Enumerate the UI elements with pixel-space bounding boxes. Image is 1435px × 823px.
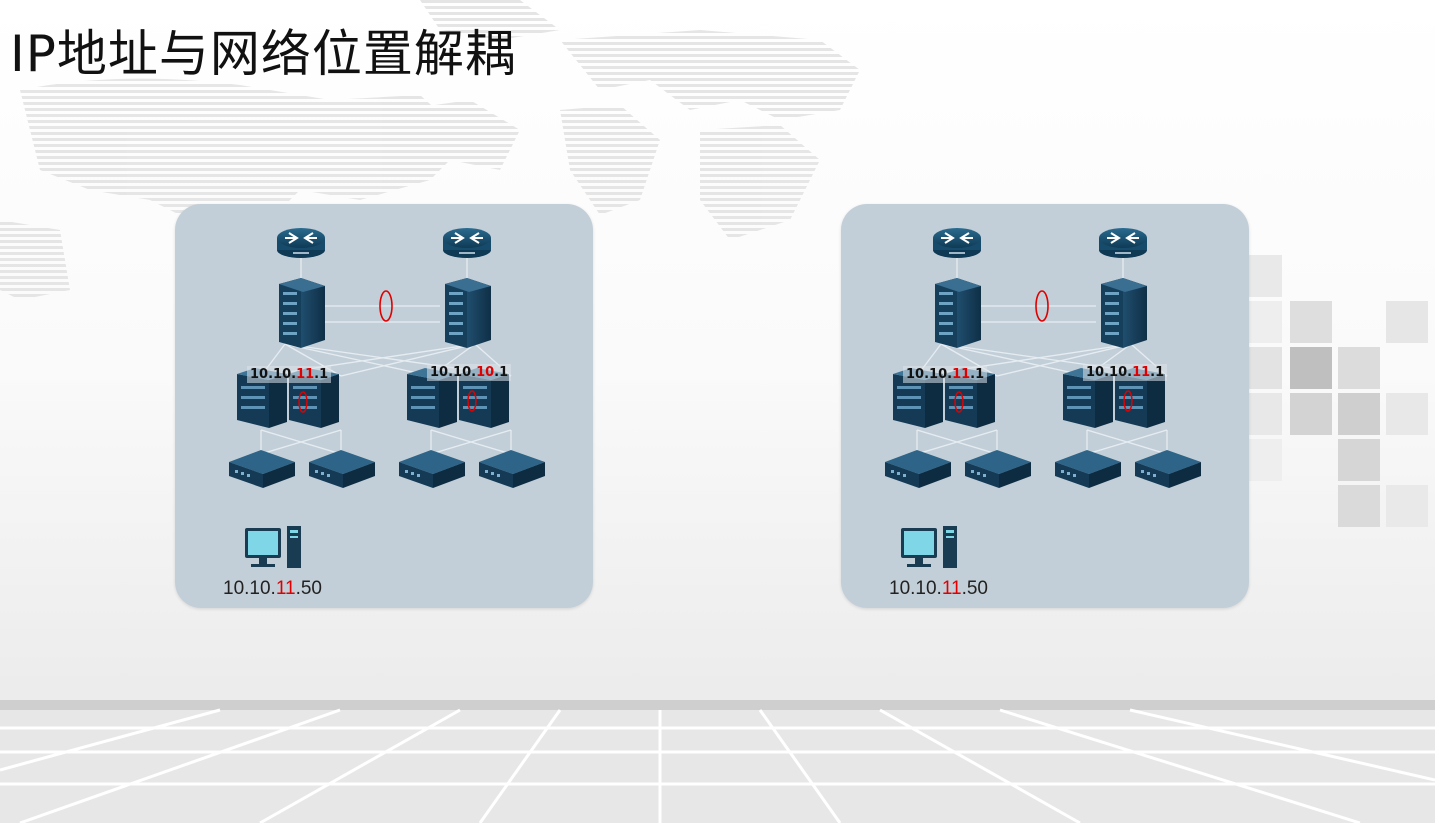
host-ip-right: 10.10.11.50 bbox=[889, 578, 988, 599]
topology-panel-left: 10.10.11.1 10.10.10.1 10.10.11.50 bbox=[175, 204, 593, 608]
leaf-gateway-ip-right-1: 10.10.11.1 bbox=[903, 366, 988, 383]
leaf-gateway-ip-left-1: 10.10.11.1 bbox=[247, 366, 332, 383]
floor-grid bbox=[0, 700, 1435, 823]
leaf-gateway-ip-right-2: 10.10.11.1 bbox=[1083, 364, 1168, 381]
host-ip-left: 10.10.11.50 bbox=[223, 578, 322, 599]
network-topology-right bbox=[841, 204, 1259, 608]
leaf-gateway-ip-left-2: 10.10.10.1 bbox=[427, 364, 512, 381]
world-map-background bbox=[0, 0, 860, 300]
topology-panel-right: 10.10.11.1 10.10.11.1 10.10.11.50 bbox=[841, 204, 1249, 608]
slide-title: IP地址与网络位置解耦 bbox=[10, 25, 516, 83]
network-topology-left bbox=[175, 204, 593, 608]
